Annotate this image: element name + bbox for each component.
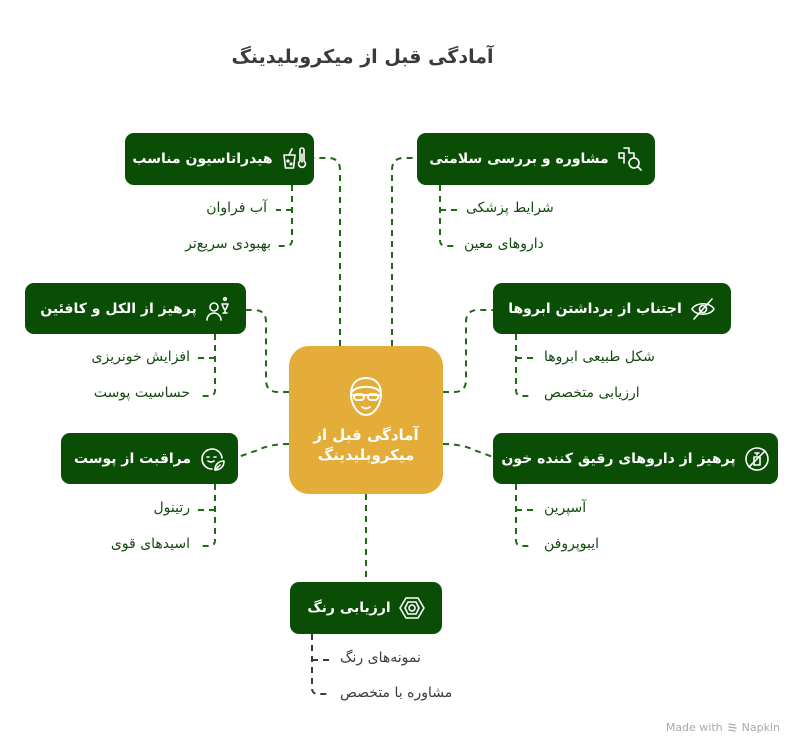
medical-cross-search-icon bbox=[617, 146, 643, 172]
central-topic-line-1: آمادگی قبل از bbox=[313, 426, 419, 444]
node-hydration[interactable]: هیدراتاسیون مناسب bbox=[125, 133, 314, 185]
node-color-assessment[interactable]: ارزیابی رنگ bbox=[290, 582, 442, 634]
node-consultation[interactable]: مشاوره و بررسی سلامتی bbox=[417, 133, 655, 185]
leaf-item: داروهای معین bbox=[464, 236, 544, 252]
leaf-item: ایبوپروفن bbox=[544, 536, 599, 552]
face-leaf-icon bbox=[199, 446, 225, 472]
node-label: پرهیز از الکل و کافئین bbox=[40, 300, 197, 317]
central-topic[interactable]: آمادگی قبل از میکروبلیدینگ bbox=[289, 346, 443, 494]
node-label: مراقبت از پوست bbox=[73, 450, 192, 467]
leaf-item: بهبودی سریع‌تر bbox=[185, 236, 271, 252]
eye-off-icon bbox=[690, 296, 716, 322]
leaf-item: نمونه‌های رنگ bbox=[340, 650, 421, 666]
node-label: پرهیز از داروهای رقیق کننده خون bbox=[501, 450, 736, 467]
leaf-item: ارزیابی متخصص bbox=[544, 385, 640, 401]
node-label: مشاوره و بررسی سلامتی bbox=[429, 151, 609, 167]
water-glass-thermometer-icon bbox=[281, 146, 307, 172]
leaf-item: رتینول bbox=[153, 500, 190, 516]
leaf-item: حساسیت پوست bbox=[93, 385, 190, 401]
node-skin-care[interactable]: مراقبت از پوست bbox=[61, 433, 238, 484]
leaf-item: شکل طبیعی ابروها bbox=[544, 349, 655, 365]
napkin-logo-icon bbox=[727, 723, 737, 732]
brand-name: Napkin bbox=[741, 721, 780, 734]
leaf-item: مشاوره با متخصص bbox=[340, 685, 453, 701]
no-medicine-icon bbox=[744, 446, 770, 472]
diagram-title: آمادگی قبل از میکروبلیدینگ bbox=[231, 46, 494, 68]
leaf-item: آسپرین bbox=[544, 500, 587, 516]
leaf-item: آب فراوان bbox=[206, 200, 267, 216]
made-with-text: Made with bbox=[665, 721, 723, 734]
node-avoid-eyebrow-removal[interactable]: اجتناب از برداشتن ابروها bbox=[493, 283, 731, 334]
node-avoid-blood-thinners[interactable]: پرهیز از داروهای رقیق کننده خون bbox=[493, 433, 778, 484]
central-topic-line-2: میکروبلیدینگ bbox=[317, 446, 415, 464]
hexagon-nut-icon bbox=[398, 595, 425, 621]
node-avoid-alcohol-caffeine[interactable]: پرهیز از الکل و کافئین bbox=[25, 283, 246, 334]
face-with-glasses-icon bbox=[350, 377, 382, 416]
leaf-item: افزایش خونریزی bbox=[91, 349, 190, 365]
node-label: هیدراتاسیون مناسب bbox=[132, 151, 273, 167]
person-drink-icon bbox=[205, 296, 231, 322]
leaf-item: اسیدهای قوی bbox=[110, 536, 190, 552]
leaf-item: شرایط پزشکی bbox=[466, 200, 554, 216]
node-label: ارزیابی رنگ bbox=[307, 600, 391, 616]
footer-branding: Made with Napkin bbox=[666, 721, 780, 734]
node-label: اجتناب از برداشتن ابروها bbox=[508, 300, 682, 317]
